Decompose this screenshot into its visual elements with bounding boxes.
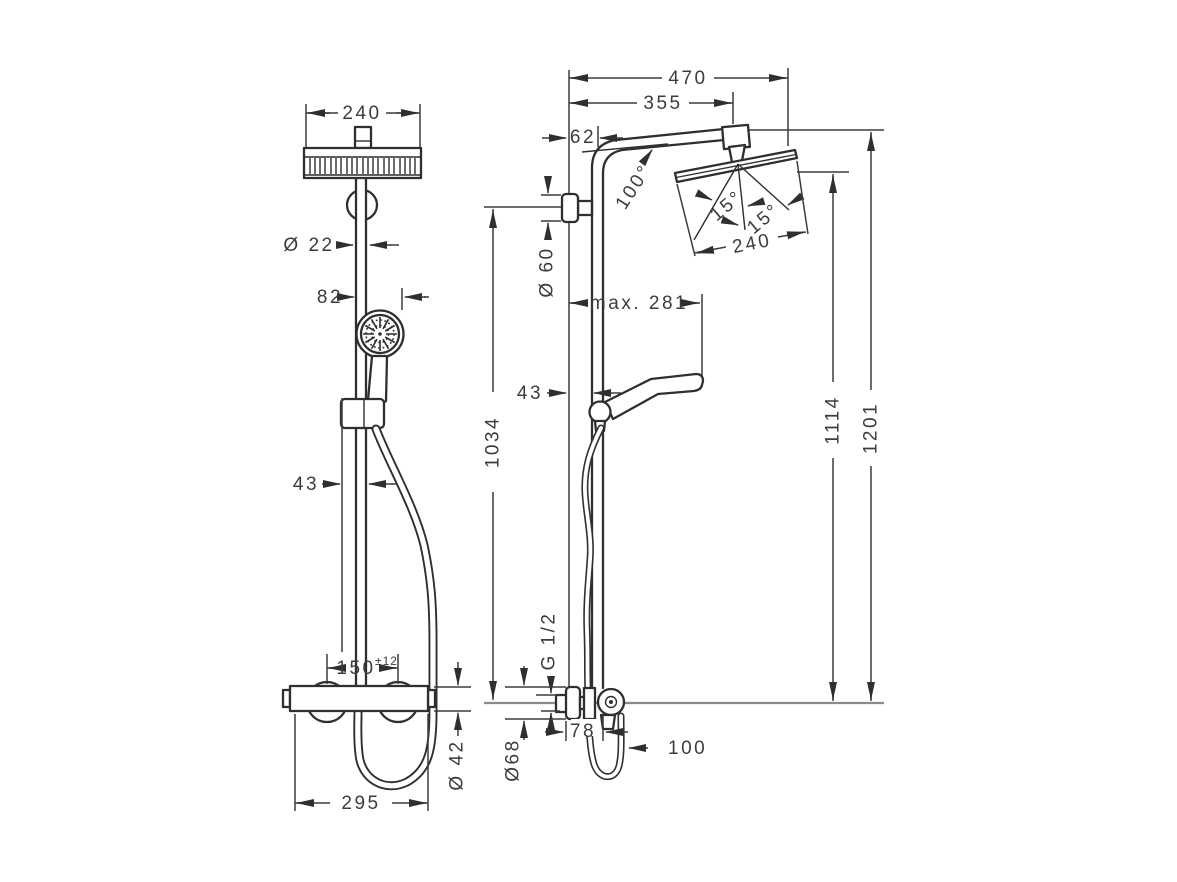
front-spray-rays	[363, 317, 397, 351]
front-connection-tolerance-label: ±12	[375, 654, 398, 668]
side-dim-overall-reach: 470	[569, 68, 789, 146]
front-head-width-label: 240	[342, 103, 381, 124]
front-spray-center	[378, 332, 382, 336]
front-pipe-diameter-label: Ø 22	[283, 235, 334, 256]
front-dim-head-width: 240	[305, 103, 421, 147]
side-dim-hose-projection: 100	[628, 738, 707, 759]
front-slider-holder	[339, 397, 386, 430]
side-handshower	[603, 372, 705, 421]
side-dim-pipe-offset: 62	[542, 126, 623, 148]
side-pipe-offset-label: 62	[570, 127, 596, 148]
front-view: 240 Ø 22 82 43 150 ±12	[281, 103, 471, 814]
front-handshower-offset-label: 82	[317, 287, 343, 308]
side-escutcheon-diameter-label: Ø68	[503, 738, 524, 781]
side-holder-pivot	[588, 400, 612, 424]
side-hose-core	[583, 426, 624, 779]
side-dim-arm-reach: 355	[569, 92, 734, 124]
front-thermostat-body	[288, 684, 430, 713]
side-wall-bracket	[560, 192, 580, 224]
side-dim-bar-height: 1034	[483, 206, 561, 700]
front-dim-valve-width: 295	[294, 714, 429, 814]
front-dim-holder-offset: 43	[293, 398, 397, 652]
front-holder-offset-label: 43	[293, 474, 319, 495]
side-dim-overall-height: 1201	[747, 129, 884, 701]
side-max-reach-label: max. 281	[590, 293, 688, 314]
side-head-height-label: 1114	[823, 395, 844, 444]
front-handshower-handle	[366, 354, 389, 405]
front-dim-valve-diameter: Ø 42	[434, 662, 471, 791]
side-hose-projection-label: 100	[668, 738, 707, 759]
side-dim-head-height: 1114	[797, 171, 849, 701]
front-connection-centers-label: 150	[336, 658, 375, 679]
side-knob-ring	[604, 695, 618, 709]
side-tilt-arrows	[694, 189, 805, 226]
front-hose-outline	[353, 424, 438, 791]
side-arm-reach-label: 355	[643, 93, 682, 114]
side-arm-angle-label: 100°	[612, 161, 656, 214]
side-arm-outer	[590, 127, 726, 170]
side-dim-wall-gap: 43	[517, 383, 621, 404]
front-head-connector	[353, 125, 373, 150]
side-valve-projection-label: 78	[570, 721, 596, 742]
front-pipe-mask	[356, 188, 366, 222]
side-head-depth-label: 240	[731, 230, 773, 258]
side-overall-height-label: 1201	[861, 402, 882, 454]
front-head-slats	[309, 158, 416, 174]
side-thread-label: G 1/2	[539, 612, 560, 671]
side-arm-inner	[601, 138, 726, 175]
side-knob-center	[609, 700, 613, 704]
front-valve-width-label: 295	[341, 793, 380, 814]
front-dim-handshower-offset: 82	[317, 287, 429, 310]
side-dim-max-reach: max. 281	[569, 293, 703, 378]
side-bracket-diameter-label: Ø 60	[537, 246, 558, 297]
side-dim-valve-projection: 78	[545, 716, 628, 742]
front-dim-connection-centers: 150 ±12	[326, 654, 399, 684]
side-bar-height-label: 1034	[483, 416, 504, 468]
side-overall-reach-label: 470	[668, 68, 707, 89]
front-valve-diameter-label: Ø 42	[447, 739, 468, 790]
side-dim-thread: G 1/2	[536, 612, 560, 730]
front-dim-pipe-diameter: Ø 22	[283, 235, 399, 256]
side-wall-gap-label: 43	[517, 383, 543, 404]
side-head-inner-edge	[675, 153, 797, 179]
side-valve-plate	[582, 686, 597, 721]
side-dim-escutcheon-diameter: Ø68	[503, 666, 566, 782]
side-tilt-lines	[693, 163, 790, 241]
side-view: 15° 15° 100° 240 470 355	[483, 68, 884, 782]
side-valve-escutcheon	[564, 685, 582, 721]
side-dim-bracket-diameter: Ø 60	[537, 176, 561, 298]
front-riser-pipe	[354, 176, 368, 688]
side-bracket-stem	[576, 199, 594, 217]
